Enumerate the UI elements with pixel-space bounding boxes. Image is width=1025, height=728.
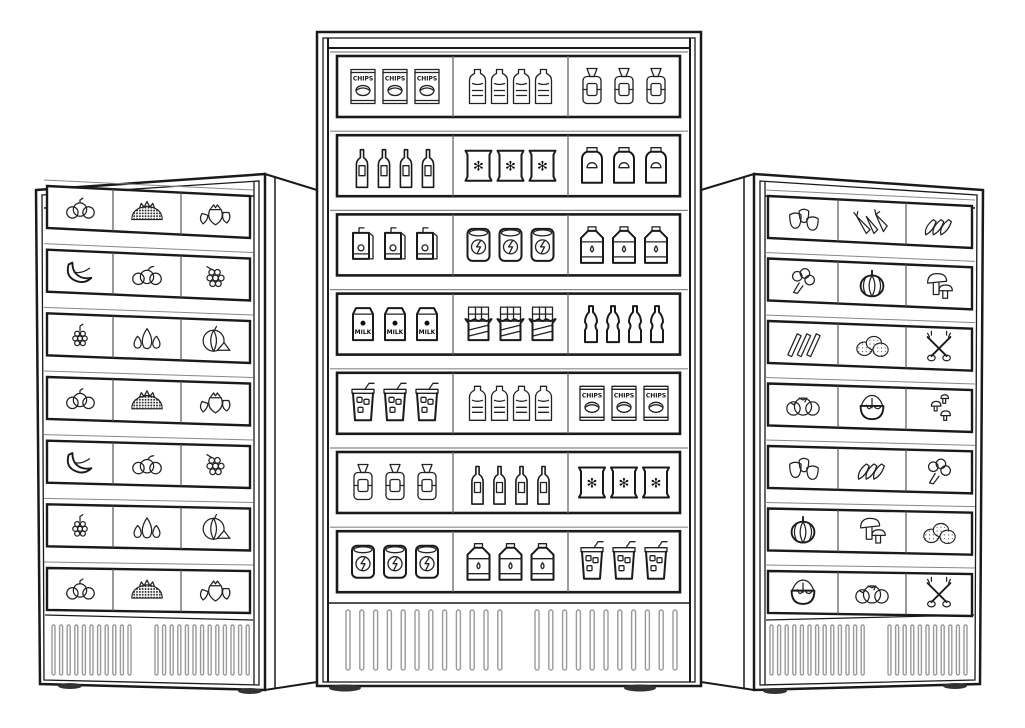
shelf-6 [330,447,688,515]
shelf-4 [764,377,976,434]
vent-grille [345,609,678,671]
shelf-1 [43,179,254,240]
vent-grille [51,624,250,676]
shelf-1 [330,51,688,119]
shelf-3 [330,209,688,277]
vent-grille [769,624,968,676]
shelf-2 [330,130,688,198]
shelf-5 [330,368,688,436]
shelf-7 [43,561,254,615]
shelf-4 [43,370,254,427]
shelf-7 [330,526,688,594]
drink-fridge [315,30,703,692]
shelf-6 [764,502,976,556]
fruit-fridge [34,172,318,694]
shelf-2 [764,252,976,311]
shelf-3 [43,306,254,365]
shelf-5 [764,439,976,495]
shelf-1 [764,189,976,250]
vegetable-fridge [700,172,985,694]
shelf-7 [764,564,976,618]
shelf-4 [330,289,688,356]
shelf-5 [43,434,254,490]
shelf-2 [43,243,254,302]
shelf-3 [764,314,976,372]
shelf-6 [43,497,254,552]
